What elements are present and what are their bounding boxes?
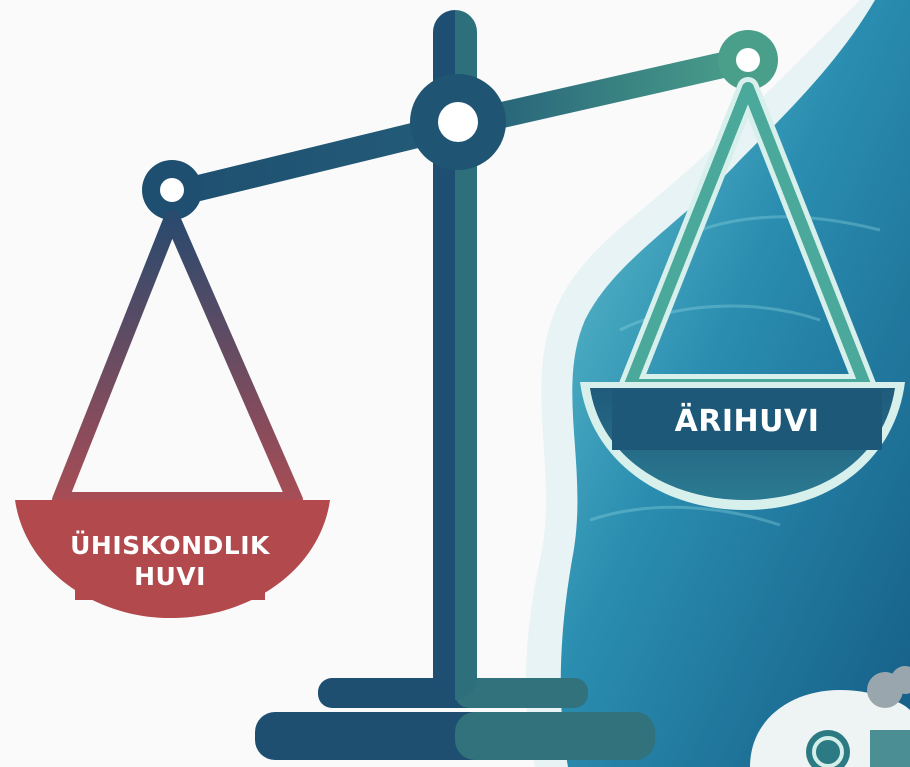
- left-pan-line2: HUVI: [134, 562, 206, 592]
- coin-icon: [806, 730, 850, 767]
- left-pan-label: ÜHISKONDLIK HUVI: [70, 530, 270, 593]
- left-pan-line1: ÜHISKONDLIK: [70, 531, 270, 560]
- right-pan-label: ÄRIHUVI: [674, 404, 820, 439]
- factory-icon: [750, 666, 910, 767]
